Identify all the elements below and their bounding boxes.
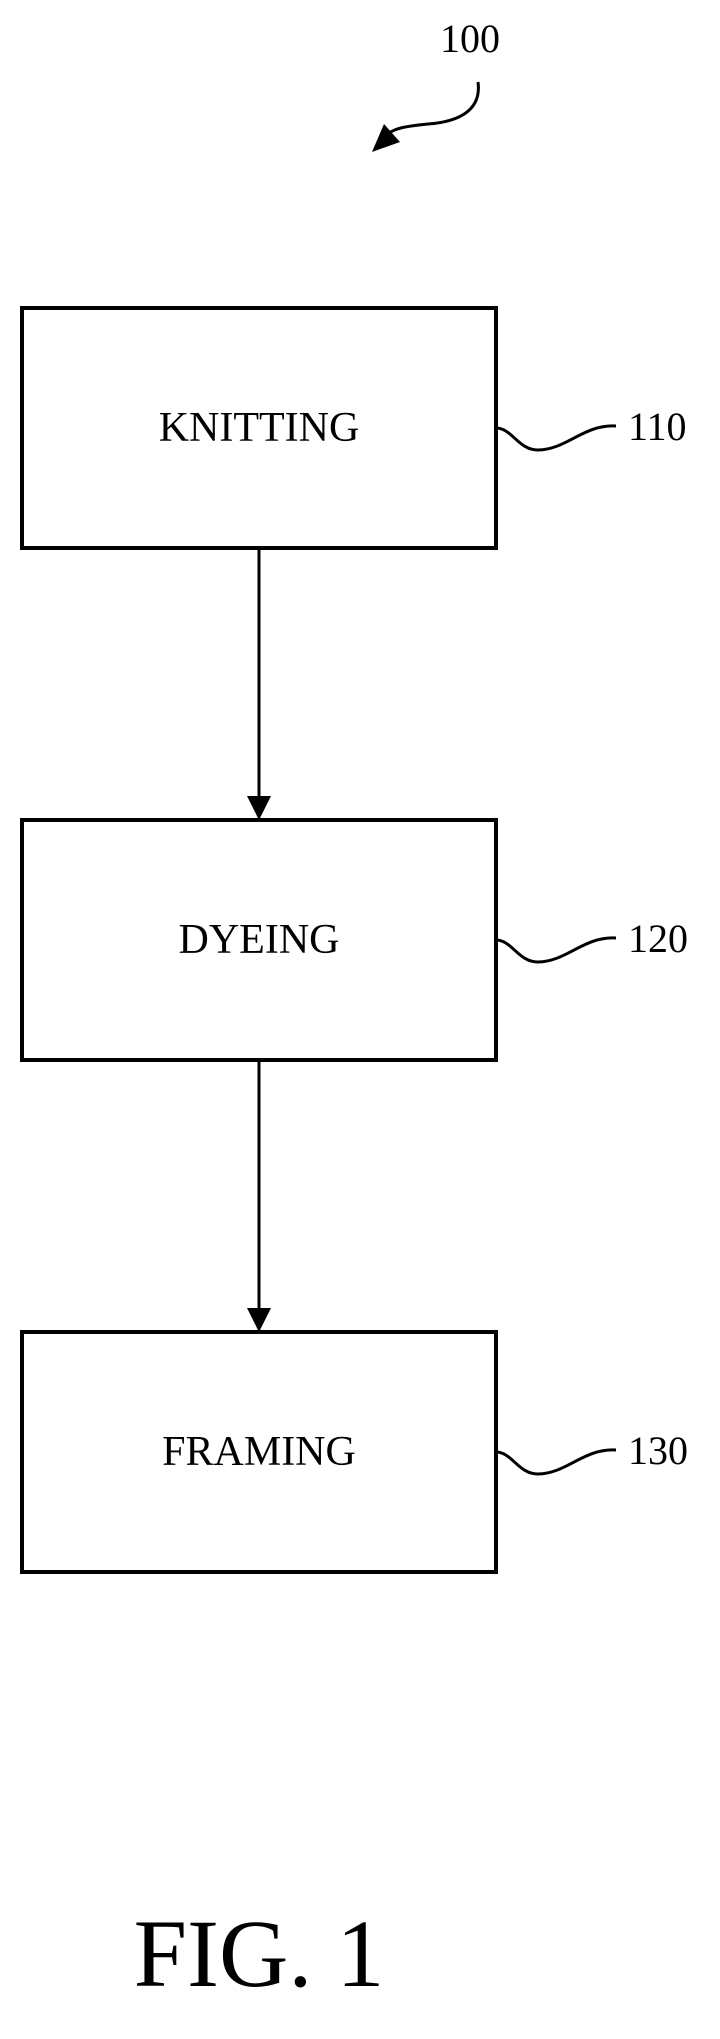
step-leader-110 [496, 426, 616, 450]
step-leader-120 [496, 938, 616, 962]
step-ref-110: 110 [628, 404, 687, 449]
overall-reference-pointer [386, 82, 478, 136]
step-leader-130 [496, 1450, 616, 1474]
figure-label: FIG. 1 [134, 1900, 385, 2007]
step-label-knitting: KNITTING [159, 405, 360, 451]
overall-reference-number: 100 [440, 16, 500, 61]
step-ref-120: 120 [628, 916, 688, 961]
step-label-framing: FRAMING [162, 1429, 356, 1475]
step-label-dyeing: DYEING [179, 917, 340, 963]
flow-arrow-1-head [247, 796, 271, 820]
step-ref-130: 130 [628, 1428, 688, 1473]
flow-arrow-2-head [247, 1308, 271, 1332]
